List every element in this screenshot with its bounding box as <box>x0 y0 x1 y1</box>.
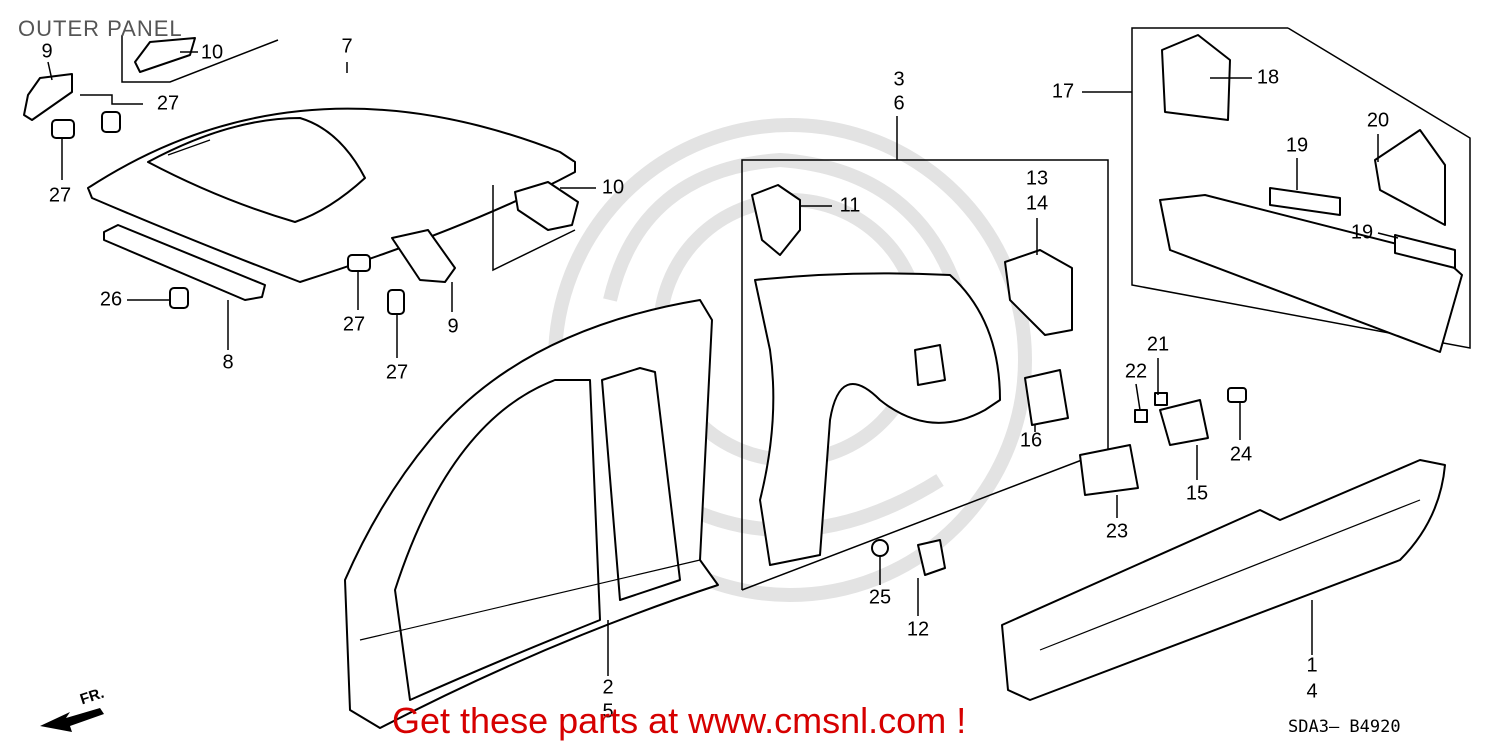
leader-lines <box>47 35 1399 676</box>
callout-27-d: 27 <box>385 361 409 384</box>
callout-4: 4 <box>1306 680 1318 703</box>
callout-15: 15 <box>1185 482 1209 505</box>
diagram-code: SDA3— B4920 <box>1288 717 1401 737</box>
front-direction-arrow <box>40 708 104 732</box>
callout-19-a: 19 <box>1285 134 1309 157</box>
callout-21: 21 <box>1146 333 1170 356</box>
callout-20: 20 <box>1366 109 1390 132</box>
callout-10-mid: 10 <box>601 176 625 199</box>
callout-9-mid: 9 <box>447 315 459 338</box>
callout-2: 2 <box>602 676 614 699</box>
callout-27-b: 27 <box>48 184 72 207</box>
callout-3: 3 <box>893 68 905 91</box>
callout-13: 13 <box>1025 167 1049 190</box>
small-fittings <box>1024 369 1209 496</box>
callout-27-a: 27 <box>156 92 180 115</box>
promo-link-text[interactable]: Get these parts at www.cmsnl.com ! <box>392 700 967 741</box>
rear-panel-group <box>1131 27 1471 353</box>
bolts <box>51 111 1247 557</box>
callout-11: 11 <box>839 194 861 217</box>
callout-25: 25 <box>868 586 892 609</box>
roof-panel <box>87 107 576 283</box>
callout-8: 8 <box>222 351 234 374</box>
diagram-title: OUTER PANEL <box>18 16 183 41</box>
roof-bow <box>103 224 266 301</box>
side-sill <box>1001 459 1446 701</box>
callout-7: 7 <box>341 35 353 58</box>
callout-12: 12 <box>906 618 930 641</box>
callout-6: 6 <box>893 92 905 115</box>
callout-1: 1 <box>1306 654 1318 677</box>
callout-16: 16 <box>1019 429 1043 452</box>
callout-5: 5 <box>602 700 614 723</box>
callout-19-b: 19 <box>1350 221 1374 244</box>
callout-18: 18 <box>1256 66 1280 89</box>
side-panel <box>344 299 719 729</box>
callout-17: 17 <box>1051 80 1075 103</box>
small-brackets <box>23 37 579 283</box>
callout-9-top: 9 <box>41 40 53 63</box>
callout-14: 14 <box>1025 192 1049 215</box>
callout-23: 23 <box>1105 520 1129 543</box>
callout-27-c: 27 <box>342 313 366 336</box>
rear-quarter-group <box>741 159 1109 591</box>
callout-26: 26 <box>99 288 123 311</box>
callout-10-top: 10 <box>200 41 224 64</box>
callout-22: 22 <box>1124 360 1148 383</box>
callout-24: 24 <box>1229 443 1253 466</box>
